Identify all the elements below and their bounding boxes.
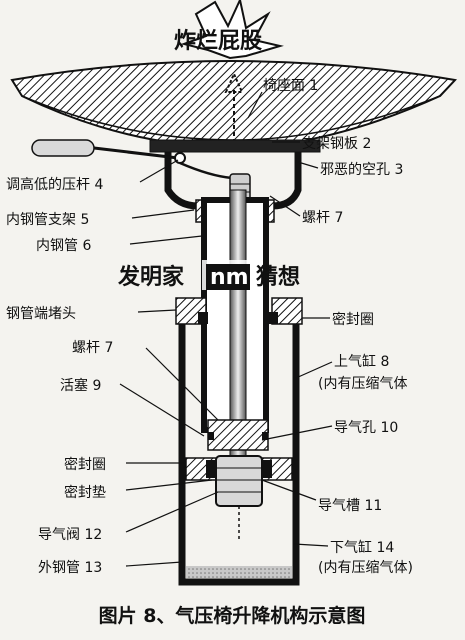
label-seat-surface: 椅座面 1 [263,78,318,94]
bracket-plate [149,139,321,153]
label-end-cap: 钢管端堵头 [6,306,76,322]
label-piston: 活塞 9 [60,377,101,394]
height-lever [31,139,233,180]
label-lower-cylinder: 下气缸 14 [330,539,394,556]
label-seal-ring-top: 密封圈 [332,311,374,328]
label-screw-mid: 螺杆 7 [72,340,113,356]
label-air-groove: 导气槽 11 [318,498,382,514]
exclamation-text: 炸烂屁股 [174,28,262,54]
label-air-valve: 导气阀 12 [38,527,102,543]
label-outer-tube: 外钢管 13 [38,560,102,576]
piston [207,419,269,451]
watermark: 发明家 nm 猜想 [117,260,300,290]
caption: 图片 8、气压椅升降机构示意图 [99,604,366,627]
lower-seal [185,457,293,481]
label-evil-hole: 邪恶的空孔 3 [320,162,403,178]
label-seal-ring-low: 密封圈 [64,456,106,473]
label-screw-top: 螺杆 7 [302,210,343,226]
watermark-badge [206,264,250,290]
label-upper-cylinder-note: (内有压缩气体 [318,376,407,392]
label-bracket-plate: 支架钢板 2 [302,136,371,152]
leader-lines [119,91,333,567]
watermark-left: 发明家 [117,264,185,290]
watermark-right: 猜想 [255,265,300,290]
label-inner-tube: 内钢管 6 [36,238,91,254]
label-lever: 调高低的压杆 4 [6,176,103,193]
watermark-middle: nm [210,265,249,290]
label-lower-cylinder-note: (内有压缩气体) [318,560,413,576]
end-cap [175,297,303,325]
label-seal-gasket: 密封垫 [64,484,106,501]
explosion-burst [180,0,284,60]
outer-tube [178,300,300,586]
air-valve [215,455,263,540]
label-upper-cylinder: 上气缸 8 [334,353,389,370]
label-air-hole: 导气孔 10 [334,420,398,436]
label-inner-support: 内钢管支架 5 [6,212,89,228]
bottom-fill [186,566,292,578]
